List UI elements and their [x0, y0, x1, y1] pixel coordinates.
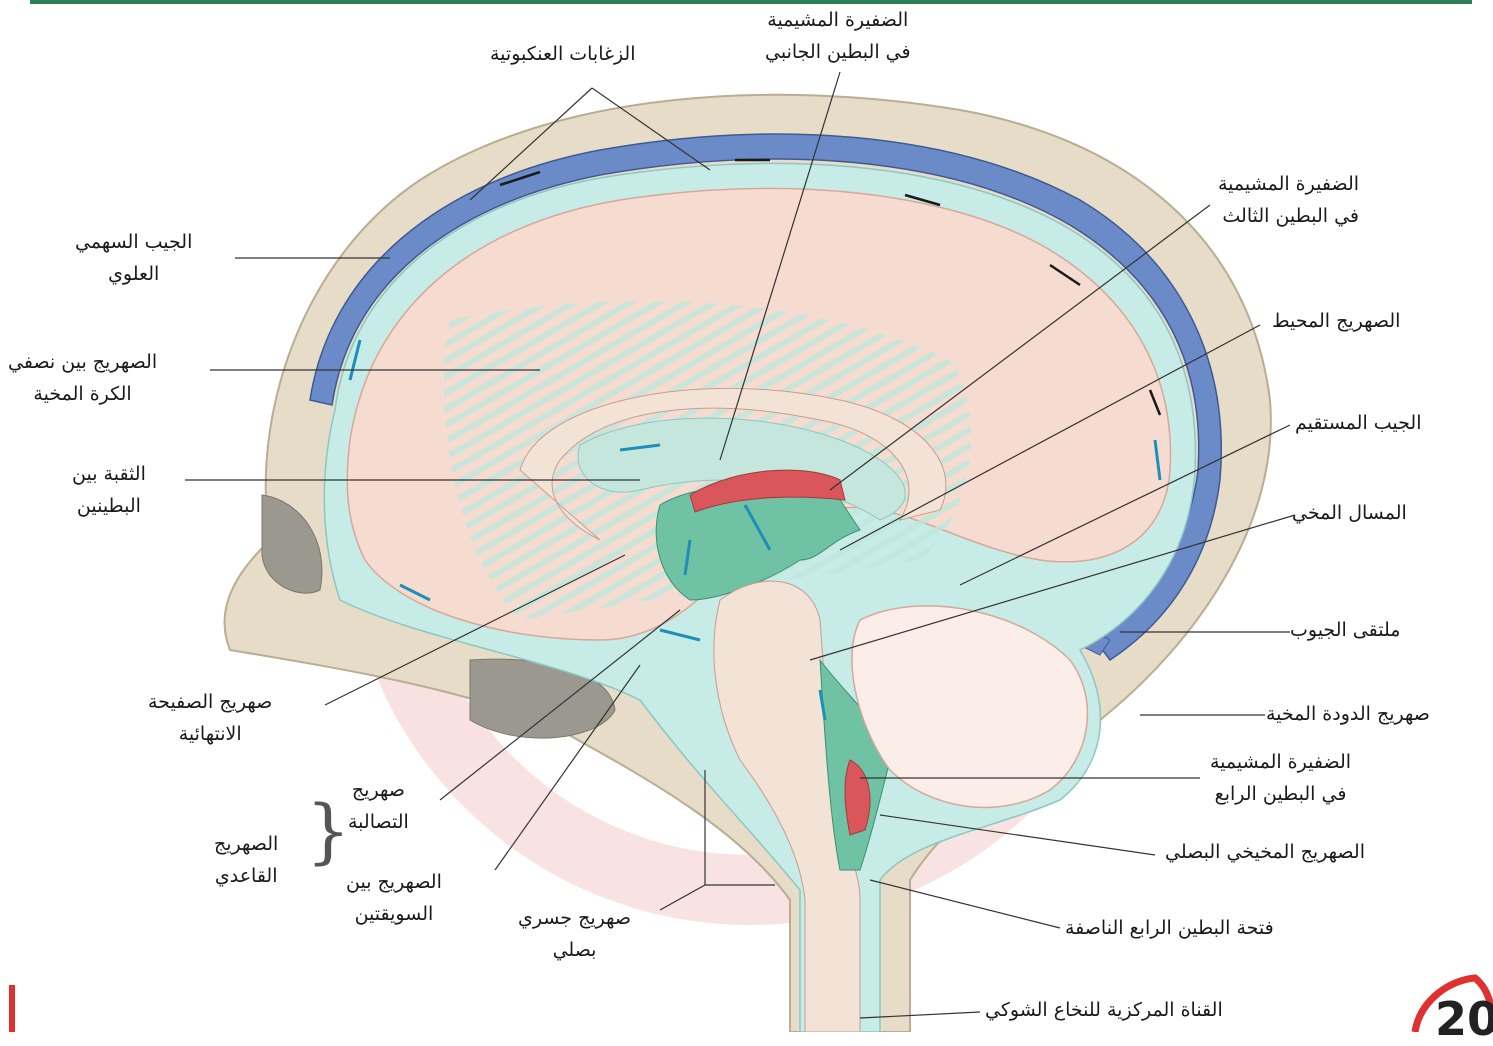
- label-ambient-cistern: الصهريج المحيط: [1272, 305, 1400, 337]
- label-cerebral-aqueduct: المسال المخي: [1292, 497, 1407, 529]
- label-vermis-cistern: صهريج الدودة المخية: [1266, 698, 1430, 730]
- label-lateral-plexus: الضفيرة المشيمية في البطين الجانبي: [765, 4, 911, 68]
- label-chiasmatic-cistern: صهريج التصالبة: [348, 774, 409, 838]
- label-median-aperture: فتحة البطين الرابع الناصفة: [1065, 912, 1274, 944]
- label-interpeduncular-cistern: الصهريج بين السويقتين: [346, 866, 442, 930]
- basal-brace: }: [306, 796, 351, 866]
- label-cerebellomedullary-cistern: الصهريج المخيخي البصلي: [1165, 836, 1365, 868]
- label-pontomedullary-cistern: صهريج جسري بصلي: [518, 902, 631, 966]
- label-fourth-plexus: الضفيرة المشيمية في البطين الرابع: [1210, 746, 1351, 810]
- label-straight-sinus: الجيب المستقيم: [1295, 407, 1422, 439]
- label-interventricular-foramen: الثقبة بين البطينين: [72, 458, 146, 522]
- label-interhemispheric-cistern: الصهريج بين نصفي الكرة المخية: [8, 346, 157, 410]
- label-third-plexus: الضفيرة المشيمية في البطين الثالث: [1218, 168, 1359, 232]
- page-number: 20: [1435, 992, 1493, 1046]
- label-central-canal: القناة المركزية للنخاع الشوكي: [985, 994, 1223, 1026]
- label-confluence-of-sinuses: ملتقى الجيوب: [1290, 614, 1400, 646]
- label-basal-cistern: الصهريج القاعدي: [214, 828, 278, 892]
- label-lamina-terminalis-cistern: صهريج الصفيحة الانتهائية: [148, 686, 272, 750]
- label-arachnoid-villi: الزغابات العنكبوتية: [490, 38, 636, 70]
- label-superior-sagittal-sinus: الجيب السهمي العلوي: [75, 226, 192, 290]
